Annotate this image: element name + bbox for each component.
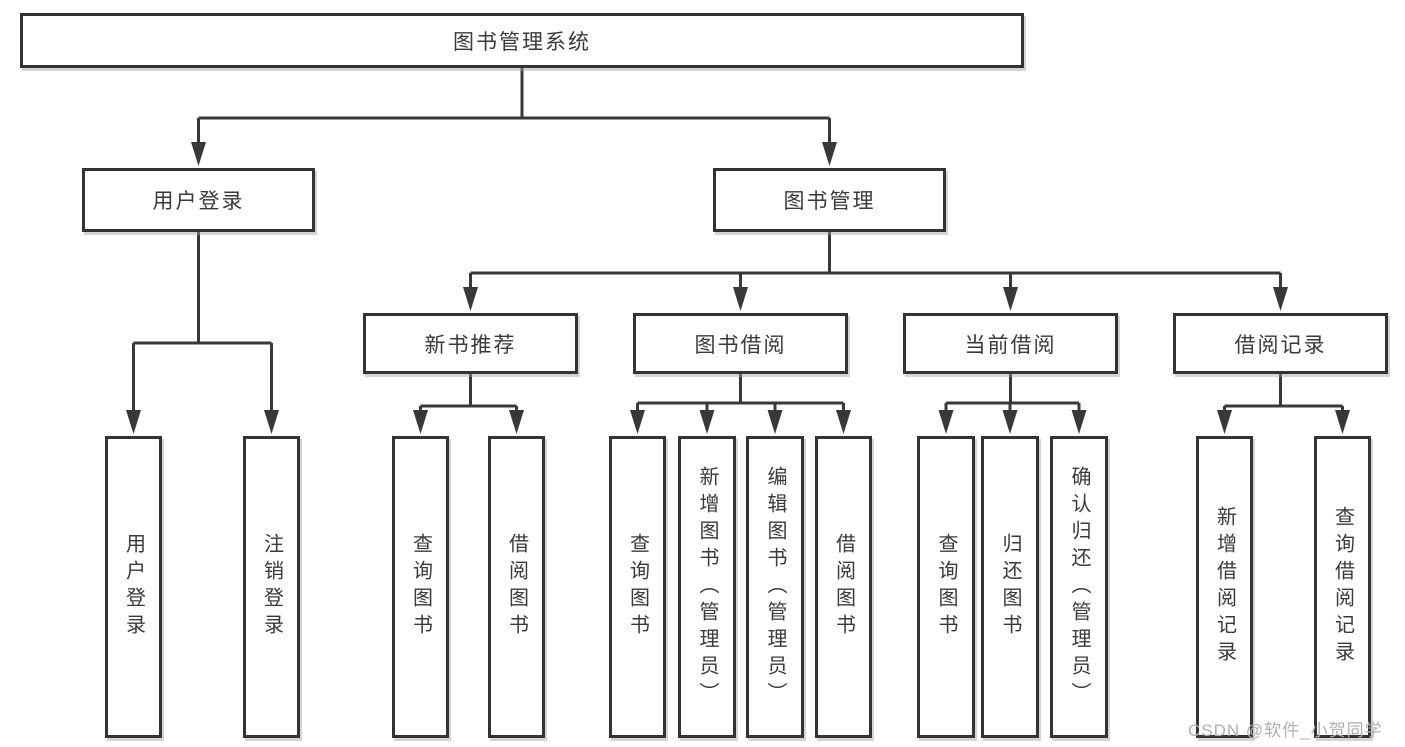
arrowhead-icon bbox=[191, 142, 206, 166]
connector bbox=[469, 232, 1282, 293]
node-book-management: 图书管理 bbox=[713, 168, 946, 232]
node-label: 新增图书（管理员） bbox=[696, 465, 718, 709]
arrowhead-icon bbox=[463, 287, 478, 311]
node-borrowing-records: 借阅记录 bbox=[1173, 313, 1388, 374]
arrowhead-icon bbox=[413, 410, 428, 434]
connector bbox=[197, 68, 831, 148]
node-label: 确认归还（管理员） bbox=[1068, 465, 1090, 709]
connector bbox=[944, 374, 1081, 416]
node-return-books: 归还图书 bbox=[981, 436, 1039, 738]
node-label: 查询图书 bbox=[626, 533, 649, 641]
node-label: 查询图书 bbox=[935, 533, 957, 641]
watermark: CSDN @软件_小贺同学 bbox=[1188, 721, 1383, 740]
node-borrow-books-2: 借阅图书 bbox=[815, 436, 872, 738]
node-edit-books-admin: 编辑图书（管理员） bbox=[746, 436, 804, 738]
arrowhead-icon bbox=[264, 410, 279, 434]
node-user-login-leaf: 用户登录 bbox=[105, 436, 162, 738]
node-current-borrowing: 当前借阅 bbox=[903, 313, 1118, 374]
node-query-books-3: 查询图书 bbox=[917, 436, 975, 738]
node-label: 借阅图书 bbox=[505, 533, 528, 641]
node-new-book-recommendation: 新书推荐 bbox=[363, 313, 578, 374]
arrowhead-icon bbox=[1273, 287, 1288, 311]
node-query-books-2: 查询图书 bbox=[609, 436, 666, 738]
node-book-borrowing: 图书借阅 bbox=[633, 313, 848, 374]
node-library-management-system: 图书管理系统 bbox=[20, 13, 1024, 68]
arrowhead-icon bbox=[836, 410, 851, 434]
node-label: 编辑图书（管理员） bbox=[764, 465, 786, 709]
arrowhead-icon bbox=[699, 410, 715, 434]
node-add-borrow-record: 新增借阅记录 bbox=[1196, 436, 1253, 738]
arrowhead-icon bbox=[733, 287, 748, 311]
node-user-login: 用户登录 bbox=[82, 168, 315, 232]
connector bbox=[419, 374, 518, 416]
arrowhead-icon bbox=[938, 410, 954, 434]
node-label: 新增借阅记录 bbox=[1213, 506, 1236, 668]
arrowhead-icon bbox=[1217, 410, 1232, 434]
node-label: 查询借阅记录 bbox=[1331, 506, 1354, 668]
arrowhead-icon bbox=[1071, 410, 1087, 434]
arrowhead-icon bbox=[1002, 410, 1018, 434]
node-label: 归还图书 bbox=[999, 533, 1021, 641]
node-label: 借阅图书 bbox=[832, 533, 855, 641]
connector bbox=[1223, 374, 1344, 416]
node-borrow-books-1: 借阅图书 bbox=[488, 436, 545, 738]
node-label: 用户登录 bbox=[122, 533, 145, 641]
node-add-books-admin: 新增图书（管理员） bbox=[678, 436, 736, 738]
node-query-borrow-record: 查询借阅记录 bbox=[1314, 436, 1371, 738]
node-query-books-1: 查询图书 bbox=[392, 436, 449, 738]
node-logout: 注销登录 bbox=[243, 436, 300, 738]
arrowhead-icon bbox=[767, 410, 783, 434]
arrowhead-icon bbox=[630, 410, 645, 434]
arrowhead-icon bbox=[822, 142, 837, 166]
connector bbox=[132, 232, 273, 416]
node-confirm-return-admin: 确认归还（管理员） bbox=[1050, 436, 1108, 738]
arrowhead-icon bbox=[1335, 410, 1350, 434]
arrowhead-icon bbox=[1003, 287, 1018, 311]
connector bbox=[636, 374, 845, 416]
arrowhead-icon bbox=[126, 410, 141, 434]
arrowhead-icon bbox=[509, 410, 524, 434]
node-label: 注销登录 bbox=[260, 533, 283, 641]
node-label: 查询图书 bbox=[409, 533, 432, 641]
